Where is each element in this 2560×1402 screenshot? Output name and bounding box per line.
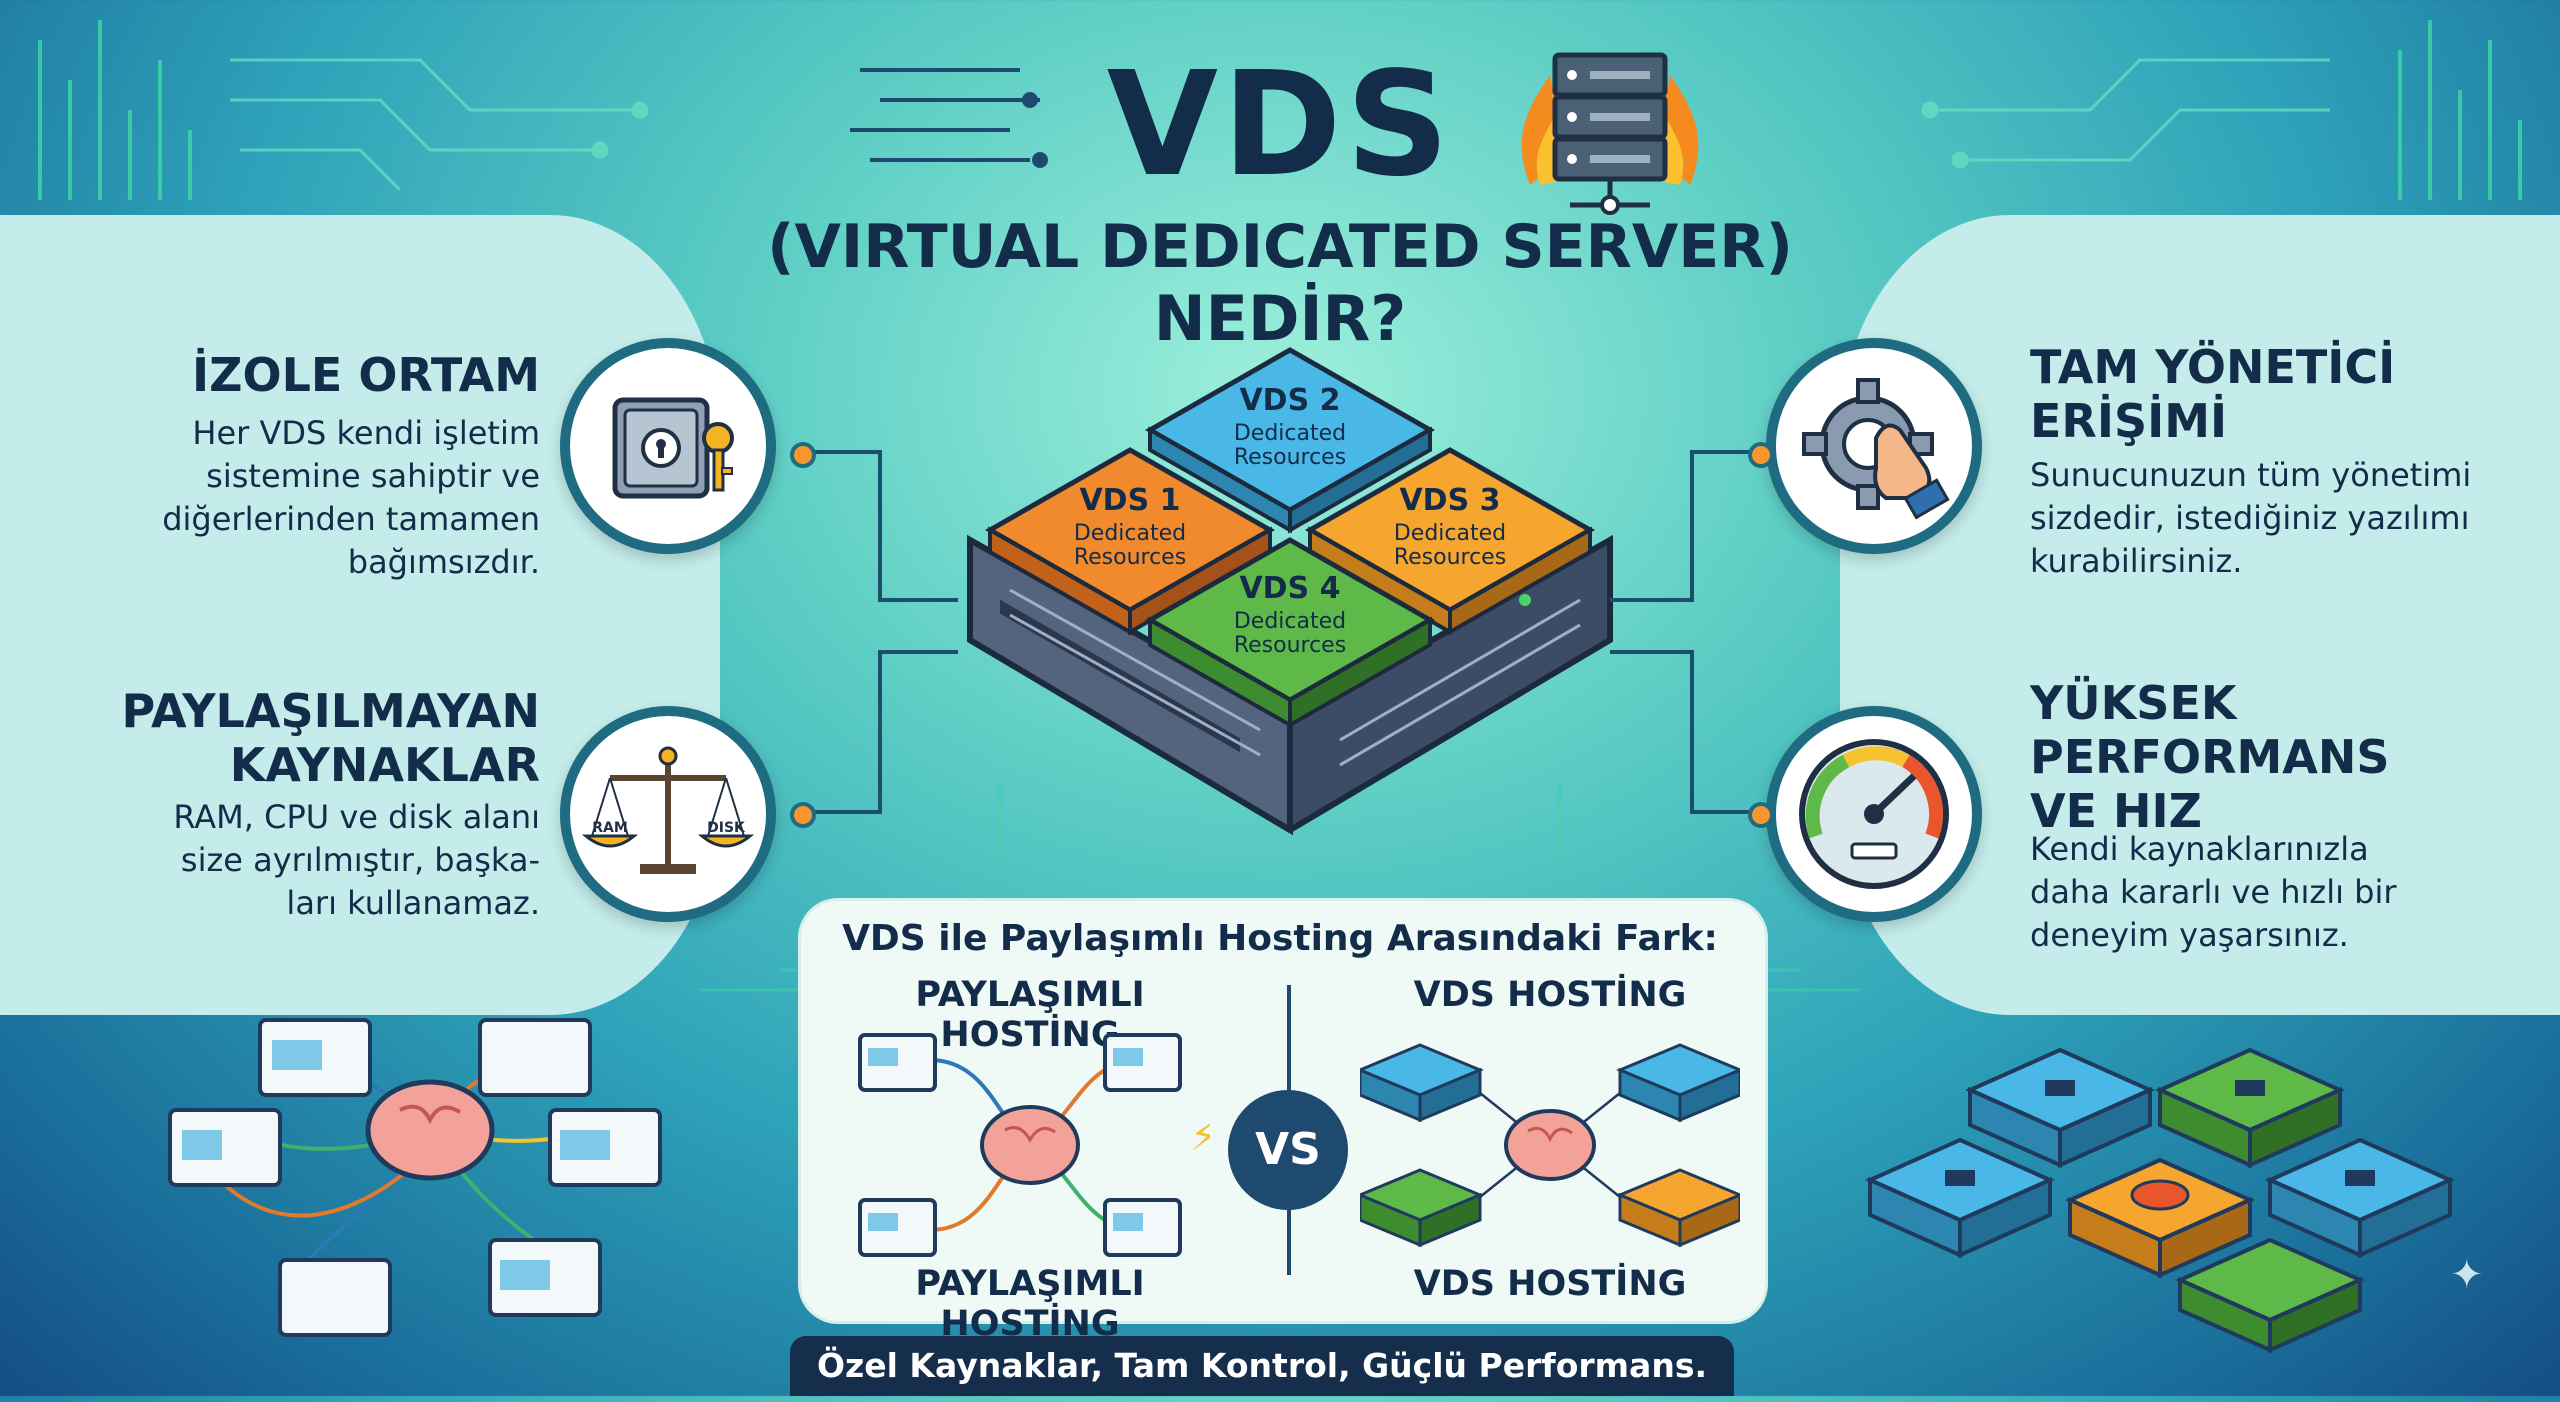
performance-circle bbox=[1766, 706, 1982, 922]
tile-3-sub1: Dedicated bbox=[1394, 521, 1506, 546]
comparison-title-text: VDS ile Paylaşımlı Hosting Arasındaki Fa… bbox=[842, 918, 1718, 959]
admin-heading-line: ERİŞİMİ bbox=[2030, 394, 2228, 448]
resources-heading-line: KAYNAKLAR bbox=[229, 738, 540, 792]
scale-icon: RAM DISK bbox=[581, 746, 755, 874]
svg-text:⚡: ⚡ bbox=[1190, 1114, 1210, 1160]
admin-text-line: kurabilirsiniz. bbox=[2030, 542, 2243, 580]
isolation-text-line: bağımsızdır. bbox=[347, 543, 540, 581]
page-question: NEDİR? bbox=[1153, 282, 1407, 355]
performance-heading: YÜKSEK PERFORMANS VE HIZ bbox=[2030, 676, 2530, 838]
performance-text-line: deneyim yaşarsınız. bbox=[2030, 916, 2349, 954]
resources-text-line: ları kullanamaz. bbox=[286, 884, 540, 922]
isolation-text-line: Her VDS kendi işletim bbox=[192, 414, 540, 452]
comparison-title: VDS ile Paylaşımlı Hosting Arasındaki Fa… bbox=[798, 918, 1762, 959]
sparkle-icon: ✦ bbox=[2450, 1252, 2484, 1298]
speedometer-icon bbox=[1799, 739, 1949, 889]
scale-disk-label: DISK bbox=[707, 820, 746, 836]
safe-with-key-icon bbox=[612, 397, 734, 499]
admin-heading-line: TAM YÖNETİCİ bbox=[2030, 340, 2396, 394]
shared-network-illustration bbox=[168, 1018, 662, 1337]
connector-right-top-v bbox=[1690, 450, 1694, 600]
vds-hosting-label-top: VDS HOSTİNG bbox=[1413, 975, 1687, 1015]
footer-text: Özel Kaynaklar, Tam Kontrol, Güçlü Perfo… bbox=[816, 1346, 1708, 1385]
scale-ram-label: RAM bbox=[592, 820, 628, 836]
isolation-heading: İZOLE ORTAM bbox=[192, 348, 540, 402]
performance-dot bbox=[1748, 802, 1774, 828]
isolation-dot bbox=[790, 442, 816, 468]
connector-right-bot-h2 bbox=[1610, 650, 1694, 654]
tile-4-sub1: Dedicated bbox=[1234, 609, 1346, 634]
tile-2-name: VDS 2 bbox=[1239, 383, 1340, 418]
right-panel bbox=[1840, 215, 2560, 1015]
page-subtitle: (VIRTUAL DEDICATED SERVER) bbox=[767, 212, 1793, 282]
connector-right-bot-v bbox=[1690, 650, 1694, 814]
admin-dot bbox=[1748, 442, 1774, 468]
shared-hosting-diagram: ⚡ bbox=[858, 1033, 1210, 1257]
isolation-text-line: sistemine sahiptir ve bbox=[206, 457, 540, 495]
resources-heading: PAYLAŞILMAYAN KAYNAKLAR bbox=[80, 684, 540, 792]
vds-tiles: VDS 2 Dedicated Resources VDS 1 Dedicate… bbox=[984, 347, 1596, 729]
performance-heading-line: VE HIZ bbox=[2030, 784, 2203, 838]
isolation-text: Her VDS kendi işletim sistemine sahiptir… bbox=[120, 412, 540, 584]
performance-text-line: daha kararlı ve hızlı bir bbox=[2030, 873, 2397, 911]
admin-text-line: sizdedir, istediğiniz yazılımı bbox=[2030, 499, 2470, 537]
resources-heading-line: PAYLAŞILMAYAN bbox=[121, 684, 540, 738]
performance-heading-line: PERFORMANS bbox=[2030, 730, 2390, 784]
connector-right-bot-h bbox=[1690, 810, 1760, 814]
shared-hosting-label-top: PAYLAŞIMLI HOSTİNG bbox=[915, 975, 1145, 1055]
admin-heading: TAM YÖNETİCİ ERİŞİMİ bbox=[2030, 340, 2530, 448]
performance-text: Kendi kaynaklarınızla daha kararlı ve hı… bbox=[2030, 828, 2540, 957]
server-flame-icon bbox=[1521, 52, 1699, 215]
connector-left-top-h2 bbox=[878, 598, 958, 602]
vds-hosting-diagram bbox=[1360, 1043, 1740, 1248]
tile-2-sub1: Dedicated bbox=[1234, 421, 1346, 446]
resources-circle: RAM DISK bbox=[560, 706, 776, 922]
resources-text-line: RAM, CPU ve disk alanı bbox=[173, 798, 540, 836]
tile-1-sub1: Dedicated bbox=[1074, 521, 1186, 546]
connector-right-top-h2 bbox=[1610, 598, 1694, 602]
vs-badge: VS bbox=[1228, 1090, 1348, 1210]
dedicated-chips-illustration bbox=[1865, 1047, 2455, 1354]
connector-right-top-h bbox=[1690, 450, 1760, 454]
resources-text: RAM, CPU ve disk alanı size ayrılmıştır,… bbox=[80, 796, 540, 925]
tile-2-sub2: Resources bbox=[1234, 445, 1346, 470]
page-title: VDS bbox=[1106, 40, 1454, 208]
performance-heading-line: YÜKSEK bbox=[2030, 676, 2237, 730]
isolation-text-line: diğerlerinden tamamen bbox=[162, 500, 540, 538]
tile-1-name: VDS 1 bbox=[1079, 483, 1180, 518]
connector-left-bot-h2 bbox=[878, 650, 958, 654]
admin-circle bbox=[1766, 338, 1982, 554]
shared-hosting-label-bottom: PAYLAŞIMLI HOSTİNG bbox=[915, 1264, 1145, 1344]
tile-3-name: VDS 3 bbox=[1399, 483, 1500, 518]
admin-text: Sunucunuzun tüm yönetimi sizdedir, isted… bbox=[2030, 454, 2540, 583]
vds-tile-2 bbox=[1144, 347, 1436, 534]
connector-left-top-v bbox=[878, 450, 882, 600]
tile-1-sub2: Resources bbox=[1074, 545, 1186, 570]
isolation-circle bbox=[560, 338, 776, 554]
vds-tile-4 bbox=[1144, 537, 1436, 729]
tile-4-name: VDS 4 bbox=[1239, 571, 1340, 606]
connector-left-top-h bbox=[810, 450, 880, 454]
tile-4-sub2: Resources bbox=[1234, 633, 1346, 658]
footer-bar: Özel Kaynaklar, Tam Kontrol, Güçlü Perfo… bbox=[790, 1336, 1734, 1396]
vds-hosting-label-bottom: VDS HOSTİNG bbox=[1413, 1264, 1687, 1304]
connector-left-bot-h bbox=[810, 810, 880, 814]
server-chassis bbox=[967, 534, 1613, 836]
vds-tile-1 bbox=[984, 447, 1276, 636]
resources-text-line: size ayrılmıştır, başka- bbox=[180, 841, 540, 879]
connector-left-bot-v bbox=[878, 650, 882, 814]
tile-3-sub2: Resources bbox=[1394, 545, 1506, 570]
vds-tile-3 bbox=[1304, 447, 1596, 636]
resources-dot bbox=[790, 802, 816, 828]
gear-hand-icon bbox=[1802, 378, 1950, 520]
admin-text-line: Sunucunuzun tüm yönetimi bbox=[2030, 456, 2472, 494]
performance-text-line: Kendi kaynaklarınızla bbox=[2030, 830, 2369, 868]
